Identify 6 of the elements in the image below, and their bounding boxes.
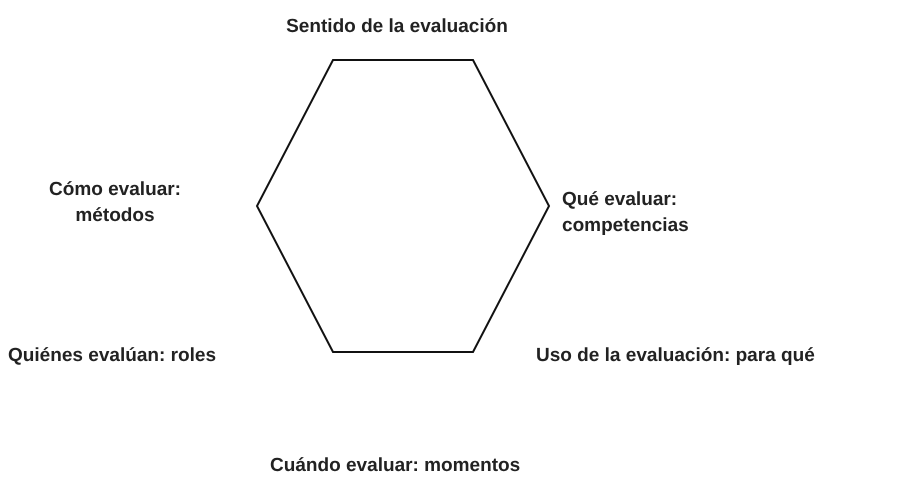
- text-label: Sentido de la evaluación: [285, 15, 509, 39]
- text-label: Uso de la evaluación: para qué: [536, 344, 816, 368]
- text-label: Qué evaluar: competencias: [562, 188, 690, 238]
- text-label: Quiénes evalúan: roles: [8, 344, 218, 368]
- text-label: Cómo evaluar: métodos: [48, 178, 182, 228]
- text-label: Cuándo evaluar: momentos: [270, 454, 522, 478]
